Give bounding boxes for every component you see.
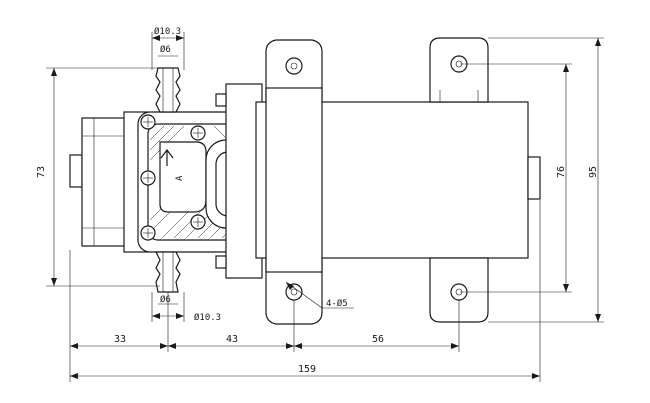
dim-len-159: 159 — [298, 364, 316, 375]
dim-tube-inner-top: Ø6 — [160, 44, 171, 55]
mount-hole-icon — [285, 57, 303, 75]
dim-tube-outer-top: Ø10.3 — [154, 26, 181, 37]
dim-tube-inner-bottom: Ø6 — [160, 294, 171, 305]
top-tube-fitting — [155, 67, 181, 113]
dimension-arrows — [51, 35, 601, 379]
dim-hole-callout: 4-Ø5 — [326, 298, 348, 309]
dim-len-43: 43 — [226, 334, 238, 345]
screw-icon — [140, 225, 156, 241]
dim-len-56: 56 — [372, 334, 384, 345]
screw-icon — [140, 114, 156, 130]
left-end-cap — [69, 111, 149, 253]
screw-icon — [190, 125, 206, 141]
motor-body — [255, 87, 541, 273]
screw-icon — [140, 170, 156, 186]
dim-height-76: 76 — [556, 166, 567, 178]
screw-icon — [190, 214, 206, 230]
dim-height-95: 95 — [588, 166, 599, 178]
dim-tube-outer-bottom: Ø10.3 — [194, 312, 221, 323]
flow-direction-letter: A — [175, 175, 185, 181]
dim-height-73: 73 — [36, 166, 47, 178]
dim-len-33: 33 — [114, 334, 126, 345]
